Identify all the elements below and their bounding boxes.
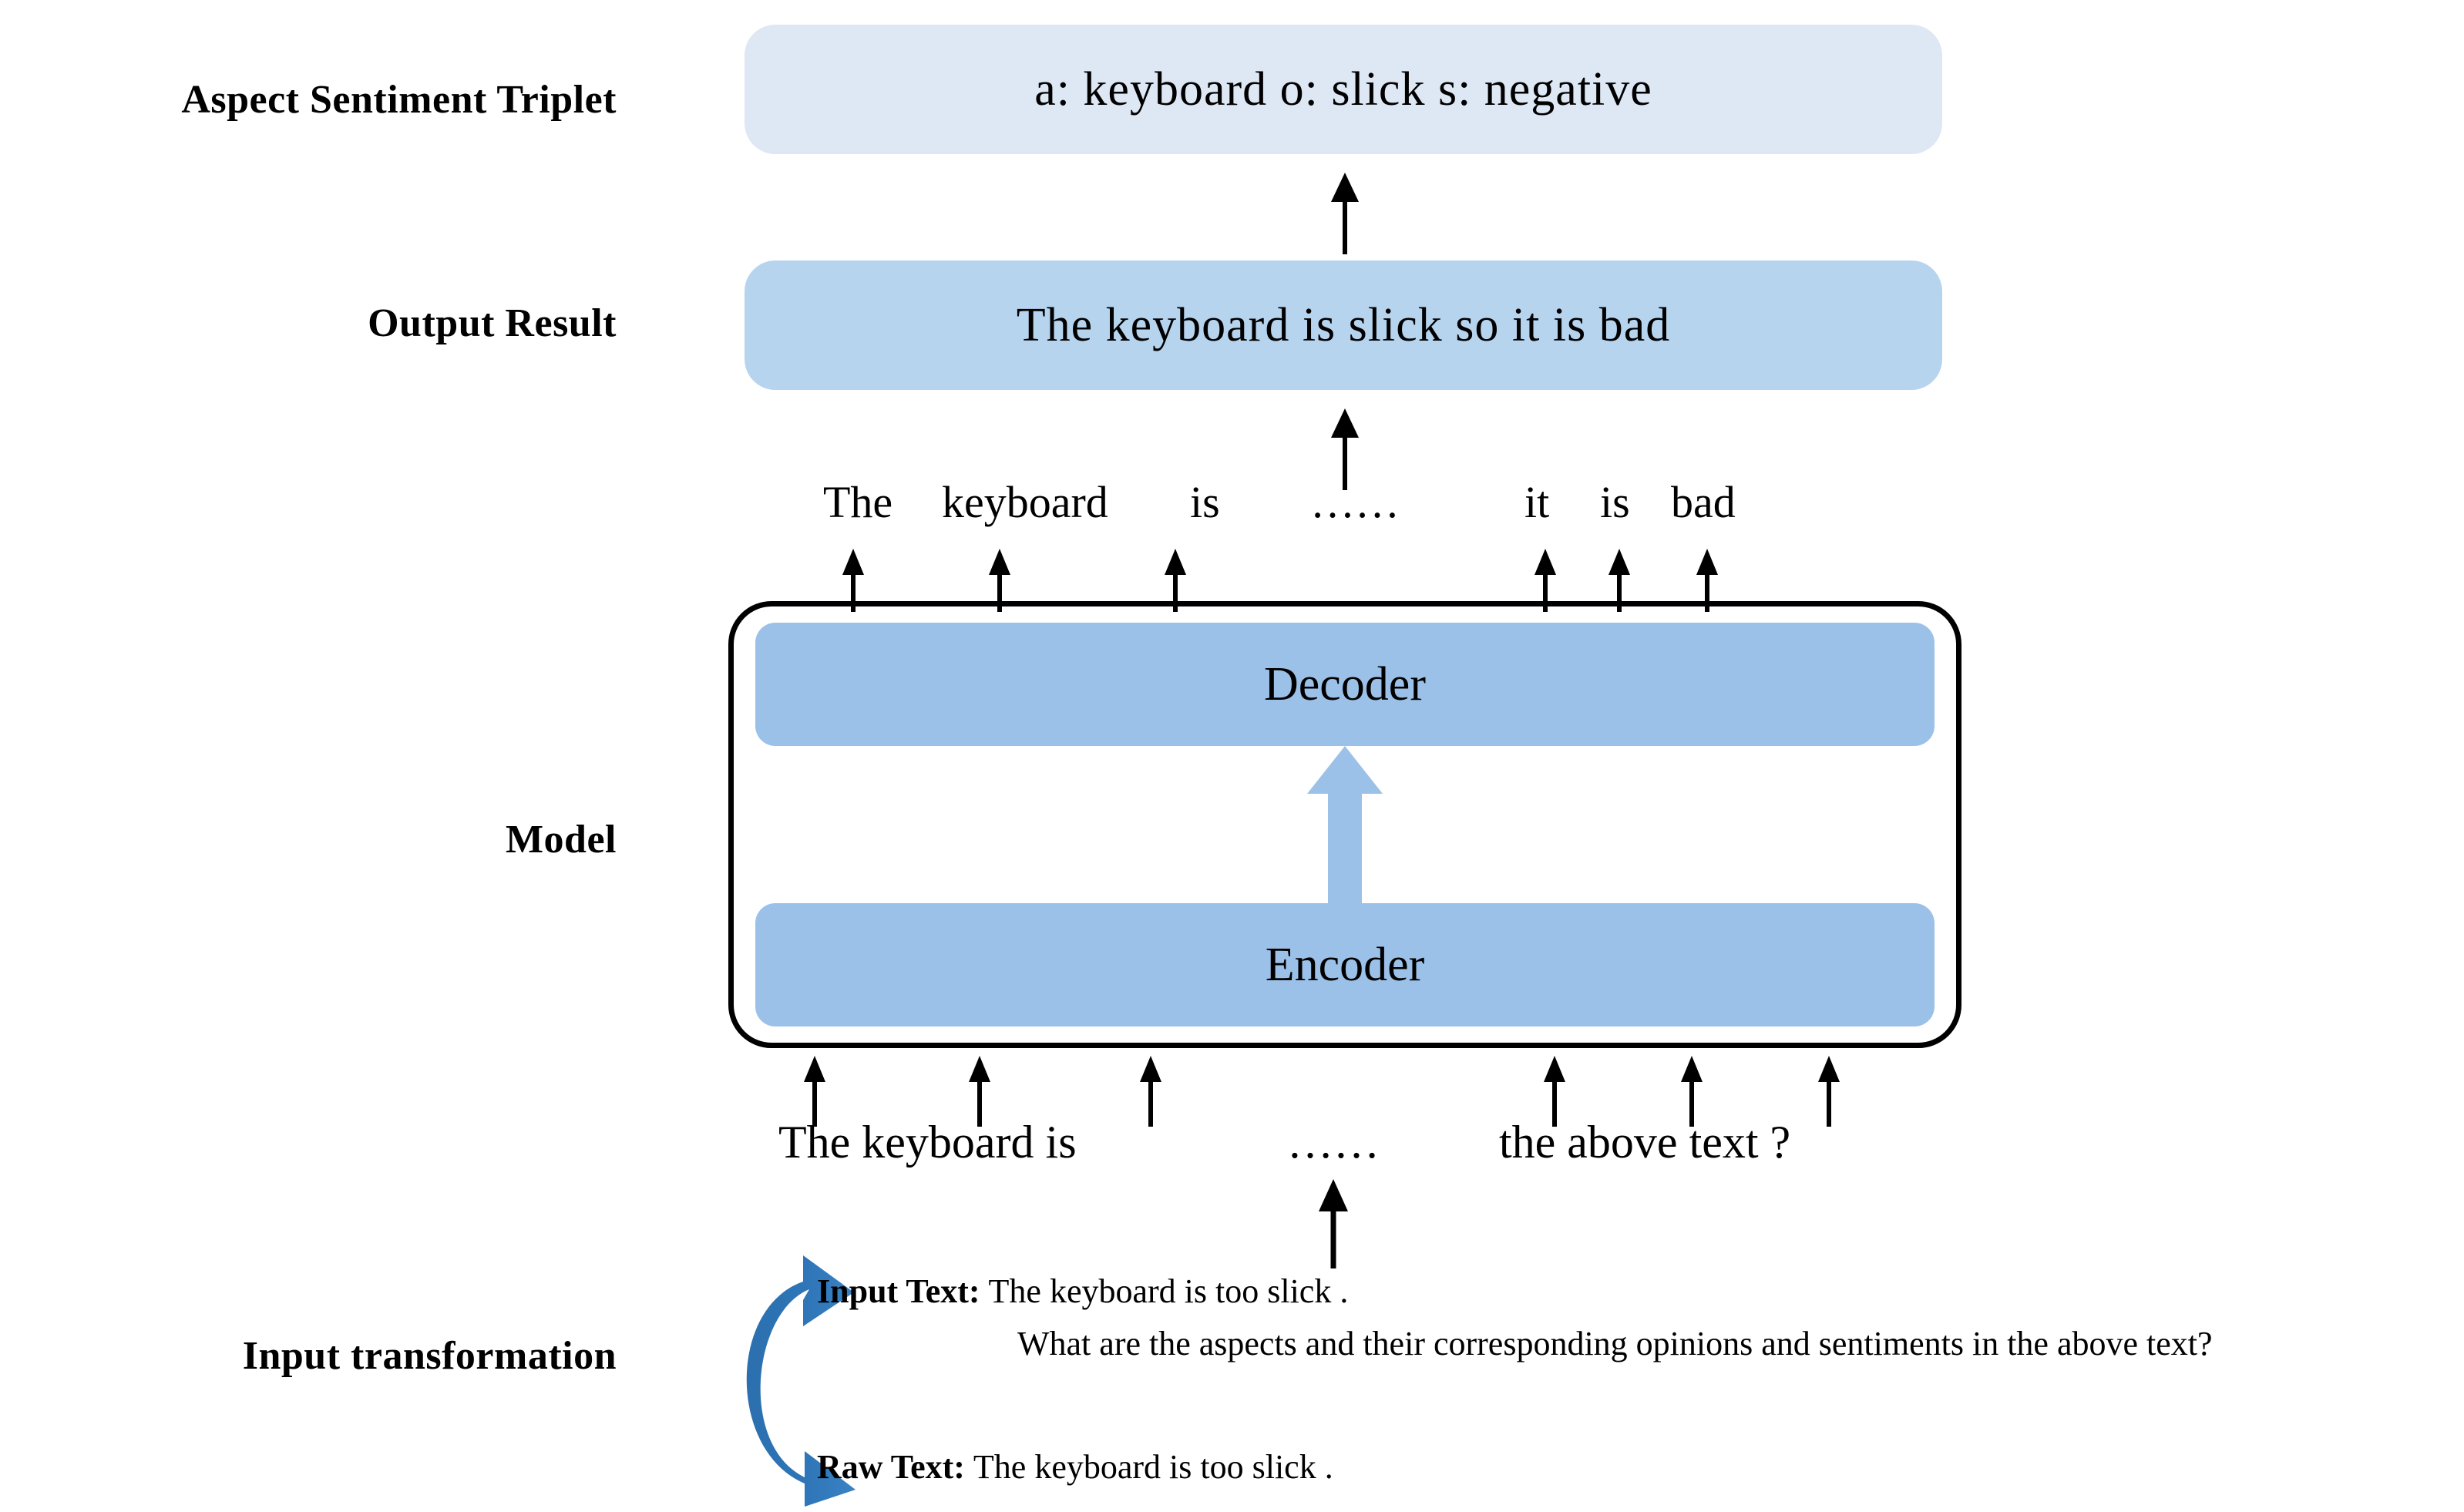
arrow-output-to-triplet <box>1331 173 1359 254</box>
arrow-encoder-in-4 <box>1544 1056 1565 1127</box>
arrow-input-text-to-encoder-tokens <box>1319 1179 1348 1268</box>
model-frame <box>728 601 1961 1048</box>
decoder-token-is: is <box>1190 477 1220 527</box>
row-label-input-transformation: Input transformation <box>242 1334 617 1378</box>
decoder-token-it: it <box>1524 477 1550 527</box>
row-label-model: Model <box>505 818 617 862</box>
arrow-encoder-in-5 <box>1681 1056 1703 1127</box>
row-label-aspect-sentiment-triplet: Aspect Sentiment Triplet <box>181 78 617 122</box>
encoder-token-the-above-text: the above text ? <box>1499 1117 1791 1168</box>
raw-text-value: The keyboard is too slick . <box>973 1448 1333 1486</box>
input-text-question-line: What are the aspects and their correspon… <box>1017 1325 2213 1362</box>
decoder-token-keyboard: keyboard <box>942 477 1108 527</box>
input-text-value: The keyboard is too slick . <box>988 1272 1349 1310</box>
arrow-encoder-to-decoder <box>1307 746 1383 906</box>
arrow-encoder-in-6 <box>1818 1056 1840 1127</box>
input-text-line: Input Text: The keyboard is too slick . <box>817 1272 1348 1311</box>
encoder-box: Encoder <box>755 903 1935 1026</box>
arrow-encoder-in-3 <box>1140 1056 1161 1127</box>
input-transformation-curved-arrow <box>746 1255 856 1507</box>
decoder-token-the: The <box>823 477 893 527</box>
output-result-box: The keyboard is slick so it is bad <box>745 260 1942 390</box>
input-text-label: Input Text: <box>817 1272 989 1310</box>
arrow-encoder-in-2 <box>969 1056 990 1127</box>
raw-text-line: Raw Text: The keyboard is too slick . <box>817 1447 1333 1487</box>
decoder-token-is-2: is <box>1600 477 1630 527</box>
decoder-box: Decoder <box>755 623 1935 746</box>
aspect-sentiment-triplet-box: a: keyboard o: slick s: negative <box>745 25 1942 154</box>
decoder-token-bad: bad <box>1671 477 1736 527</box>
triplet-text: a: keyboard o: slick s: negative <box>1034 62 1652 116</box>
decoder-token-ellipsis: …… <box>1310 477 1400 527</box>
arrow-tokens-to-output <box>1331 408 1359 490</box>
arrow-encoder-in-1 <box>804 1056 825 1127</box>
row-label-output-result: Output Result <box>368 301 617 345</box>
decoder-label: Decoder <box>1264 657 1426 711</box>
encoder-token-ellipsis: …… <box>1287 1117 1380 1168</box>
output-result-text: The keyboard is slick so it is bad <box>1016 298 1671 351</box>
raw-text-label: Raw Text: <box>817 1448 973 1486</box>
encoder-token-the-keyboard-is: The keyboard is <box>778 1117 1077 1168</box>
encoder-label: Encoder <box>1265 938 1425 991</box>
